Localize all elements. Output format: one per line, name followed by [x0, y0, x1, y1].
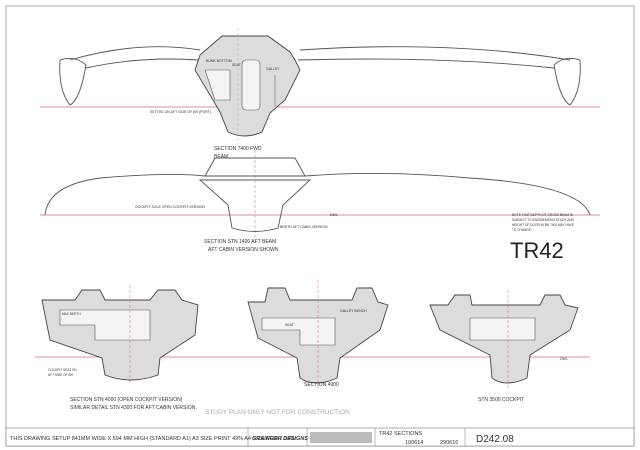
- title-block: THIS DRAWING SETUP 841MM WIDE X 594 MM H…: [5, 427, 635, 447]
- door-opening: [241, 59, 261, 111]
- port-ama: [59, 57, 87, 106]
- label-settee: SETTEE ON AFT SIDE OF BH (PORT): [150, 110, 211, 114]
- last-revised: 290616: [440, 440, 458, 446]
- crossbeam-1400: [44, 172, 591, 216]
- interior-4000: [59, 309, 151, 341]
- issue-date: 100614: [405, 440, 423, 446]
- label-seat: SEAT: [285, 323, 295, 327]
- note-line: NOTE THAT DEPTH OF CROSS BEAM IS: [512, 213, 573, 217]
- section-4000-title: SECTION STN 4000 (OPEN COCKPIT VERSION): [70, 397, 183, 403]
- label-galley-bench: GALLEY BENCH: [340, 309, 367, 313]
- label-dwl: DWL: [330, 213, 338, 217]
- seat-7400: [204, 69, 231, 101]
- section-3500: DWL STN 3500 COCKPIT: [429, 290, 579, 403]
- starboard-ama: [553, 57, 581, 106]
- label-max-berth: MAX BERTH: [62, 312, 81, 316]
- watermark: STUDY PLAN ONLY NOT FOR CONSTRUCTION: [205, 409, 350, 416]
- section-4000: MAX BERTH COCKPIT SEAT ON AFT SIDE OF BH…: [41, 285, 199, 411]
- label-cockpit-seat: COCKPIT SEAT ON: [48, 368, 77, 372]
- drawing-number: D242.08: [476, 434, 514, 445]
- setup-text: THIS DRAWING SETUP 841MM WIDE X 594 MM H…: [10, 436, 295, 442]
- section-1400: COCKPIT SOLE OPEN COCKPIT VERSION BERTH …: [40, 150, 600, 253]
- label-galley: GALLEY: [266, 67, 280, 71]
- drawing-title: TR42 SECTIONS: [379, 431, 422, 437]
- starboard-crossbeam: [297, 46, 571, 69]
- section-1400-subtitle: AFT CABIN VERSION SHOWN: [208, 247, 279, 253]
- label-seat: SEAT: [232, 63, 242, 67]
- interior-4900: [261, 317, 336, 346]
- section-4900: SEAT GALLEY BENCH SECTION 4900: [247, 280, 389, 390]
- label-dwl: DWL: [560, 357, 568, 361]
- model-name: TR42: [510, 238, 564, 263]
- section-4000-subtitle: SIMILAR DETAIL STN 4300 FOR AFT CABIN VE…: [70, 405, 196, 411]
- section-4900-title: SECTION 4900: [304, 382, 339, 388]
- hull-1400: [198, 179, 312, 232]
- label-berth: BERTH AFT CABIN VERSION: [280, 225, 328, 229]
- label-aft-side: AFT SIDE OF BH: [48, 373, 74, 377]
- section-1400-title: SECTION STN 1400 AFT BEAM: [204, 239, 276, 245]
- cockpit-3500: [469, 317, 536, 341]
- section-7400-title: SECTION 7400 FWD: [214, 146, 262, 152]
- note-block: NOTE THAT DEPTH OF CROSS BEAM IS SUBJECT…: [510, 213, 575, 263]
- company-name: GRAINGER DESIGNS ©: [252, 435, 314, 442]
- section-7400: SEAT GALLEY SETTEE ON AFT SIDE OF BH (PO…: [40, 28, 600, 160]
- note-line: HEIGHT OF DOOR IN BH 7400 MAY HAVE: [512, 223, 574, 227]
- label-cockpit-sole: COCKPIT SOLE OPEN COCKPIT VERSION: [135, 205, 205, 209]
- note-line: TO CHANGE: [512, 228, 531, 232]
- label-bunk-bottom: BUNK BOTTOM: [206, 59, 232, 63]
- cabin-top-1400: [204, 157, 306, 177]
- company-address-block: [310, 432, 372, 443]
- section-7400-subtitle: BEAM: [214, 154, 228, 160]
- port-crossbeam: [69, 46, 201, 69]
- note-line: SUBJECT TO ENGINEERING STUDY AND: [512, 218, 575, 222]
- section-3500-title: STN 3500 COCKPIT: [478, 397, 524, 403]
